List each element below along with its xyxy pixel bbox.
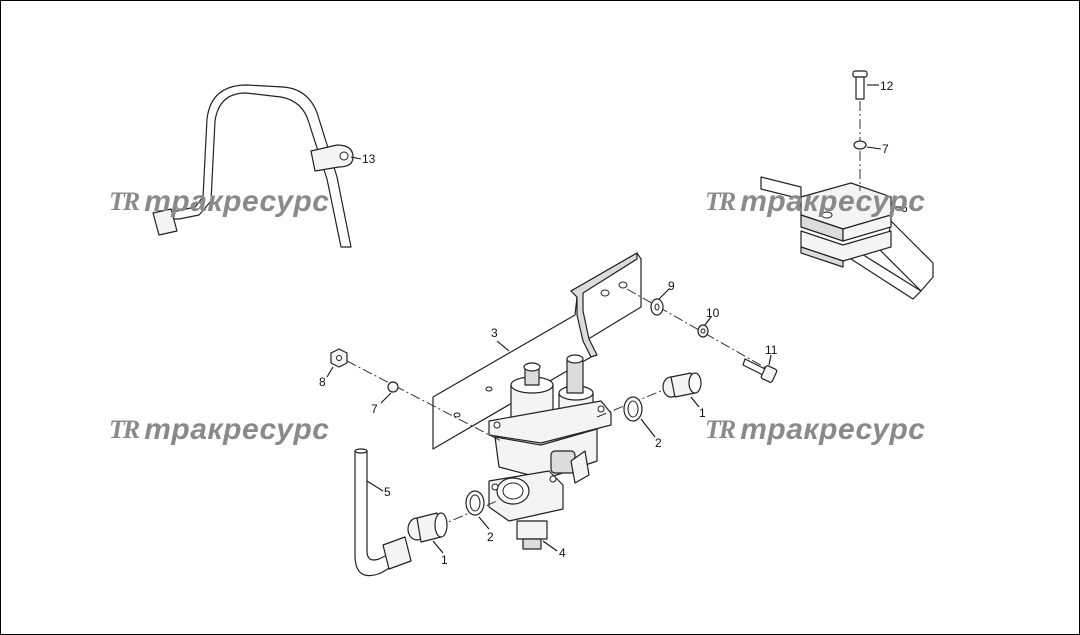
pipe-5 [354, 448, 412, 577]
seal-ring-2-right [623, 396, 643, 422]
callout-11: 11 [765, 343, 778, 357]
washer-7-left [387, 381, 399, 393]
callout-1-right: 1 [699, 406, 706, 420]
callout-2-left: 2 [487, 530, 494, 544]
bolt-12 [852, 70, 868, 100]
watermark-logo: TR [705, 187, 736, 216]
callout-1-left: 1 [441, 553, 448, 567]
watermark-text: тракресурс [740, 413, 926, 446]
bolt-11 [742, 358, 778, 383]
bent-pipe-assembly [152, 84, 354, 248]
washer-9 [650, 298, 664, 316]
callout-6: 6 [901, 201, 908, 215]
nut-8 [330, 348, 348, 368]
clamp-block-assembly [760, 176, 934, 300]
fitting-1-left [407, 512, 448, 543]
watermark-logo: TR [705, 415, 736, 444]
fitting-1-right [662, 372, 702, 398]
watermark-top-right: TR тракресурс [705, 185, 925, 219]
callout-13: 13 [362, 152, 376, 166]
callout-2-right: 2 [655, 436, 662, 450]
callout-10: 10 [706, 306, 720, 320]
callout-3: 3 [491, 326, 498, 340]
watermark-text: тракресурс [144, 185, 330, 218]
callout-5: 5 [384, 485, 391, 499]
watermark-text: тракресурс [740, 185, 926, 218]
washer-7-top [853, 140, 867, 150]
watermark-top-left: TR тракресурс [109, 185, 329, 219]
pipe-end-nut [152, 208, 178, 236]
callout-8: 8 [319, 375, 326, 389]
callout-7-left: 7 [371, 402, 378, 416]
watermark-logo: TR [109, 415, 140, 444]
valve-assembly-4 [488, 354, 612, 550]
washer-10 [697, 324, 709, 338]
callout-7-top: 7 [882, 142, 889, 156]
watermark-text: тракресурс [144, 413, 330, 446]
callout-4: 4 [559, 546, 566, 560]
watermark-bottom-right: TR тракресурс [705, 413, 925, 447]
watermark-bottom-left: TR тракресурс [109, 413, 329, 447]
seal-ring-2-left [465, 490, 485, 516]
callout-12: 12 [880, 79, 894, 93]
watermark-logo: TR [109, 187, 140, 216]
callout-9: 9 [668, 279, 675, 293]
